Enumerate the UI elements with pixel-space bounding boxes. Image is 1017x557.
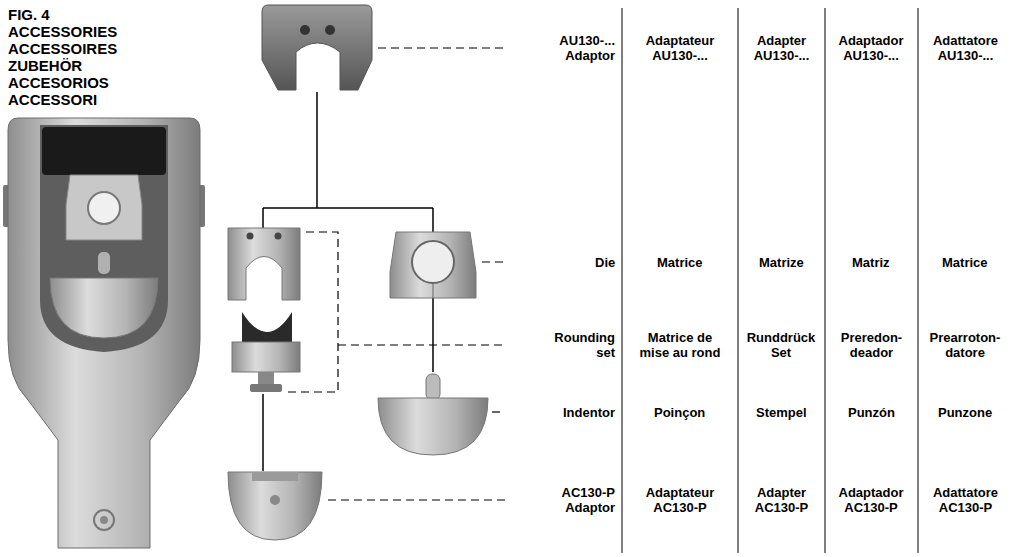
indentor [378, 398, 488, 455]
au130-adaptor [262, 5, 372, 90]
au130-adaptor [300, 25, 310, 35]
part-name: AC130-P Adaptor [558, 485, 615, 515]
column-separators [918, 8, 919, 553]
part-name-translation: Stempel [756, 405, 807, 420]
column-separators [622, 8, 623, 553]
part-name-translation: Preredon- deador [839, 330, 904, 360]
part-name-translation: Adaptador AC130-P [837, 485, 905, 515]
leader-lines [328, 499, 505, 500]
indentor [426, 374, 440, 400]
ac130-adaptor [270, 495, 280, 505]
part-name-translation: Matriz [852, 255, 890, 270]
tree-lines [263, 207, 433, 209]
ac130-adaptor [228, 472, 322, 540]
round-die [412, 241, 454, 283]
u-die [228, 228, 300, 300]
part-name: Indentor [563, 405, 615, 420]
crimp-tool-head [42, 127, 166, 175]
crimp-tool-head [66, 175, 142, 240]
part-name-translation: Prearroton- datore [928, 330, 1002, 360]
part-name-translation: Adapter AU130-... [752, 33, 811, 63]
rounding-set [232, 342, 300, 372]
tree-lines [316, 92, 318, 208]
round-die [390, 232, 476, 298]
leader-lines [482, 261, 505, 262]
part-name-translation: Matrize [759, 255, 804, 270]
u-die [228, 228, 300, 300]
rounding-set [232, 312, 300, 392]
part-name-translation: Poinçon [654, 405, 705, 420]
part-name-translation: Matrice [942, 255, 988, 270]
part-name: AU130-... Adaptor [556, 33, 615, 63]
part-name-translation: Adapter AC130-P [753, 485, 810, 515]
rounding-set [242, 312, 292, 342]
leader-lines [338, 344, 505, 345]
column-separators [825, 8, 826, 553]
indentor [378, 374, 488, 455]
part-name-translation: Punzón [848, 405, 895, 420]
part-name-translation: Adaptador AU130-... [837, 33, 905, 63]
part-name-translation: Adaptateur AU130-... [644, 33, 716, 63]
part-name-translation: Runddrück Set [745, 330, 817, 360]
part-name-translation: Adattatore AC130-P [931, 485, 1000, 515]
part-name-translation: Adaptateur AC130-P [644, 485, 716, 515]
figure-title: FIG. 4 ACCESSORIES ACCESSOIRES ZUBEHÖR A… [8, 6, 138, 108]
part-name-translation: Matrice [657, 255, 703, 270]
ac130-adaptor [252, 472, 298, 481]
u-die [275, 233, 282, 240]
au130-adaptor [262, 5, 372, 90]
u-die [247, 233, 254, 240]
crimp-tool-head [8, 118, 200, 548]
tree-lines [432, 298, 434, 372]
part-name-translation: Punzone [938, 405, 992, 420]
rounding-set [258, 372, 274, 384]
column-separators [738, 8, 739, 553]
crimp-tool-head [40, 125, 168, 352]
part-name-translation: Adattatore AU130-... [931, 33, 1000, 63]
ac130-adaptor [228, 472, 322, 540]
tree-lines [432, 208, 434, 232]
crimp-tool-head [88, 192, 120, 224]
crimp-tool-head [50, 278, 158, 338]
rounding-set [250, 384, 282, 392]
part-name: Die [595, 255, 615, 270]
crimp-tool-head [3, 118, 205, 548]
round-die [390, 232, 476, 298]
crimp-tool-head [94, 510, 114, 530]
crimp-tool-head [98, 252, 110, 274]
leader-lines [288, 232, 338, 392]
tree-lines [262, 208, 264, 228]
column-separators [622, 8, 918, 553]
au130-adaptor [325, 25, 335, 35]
round-die [433, 283, 434, 298]
leader-lines [492, 411, 505, 412]
leader-lines [288, 48, 505, 500]
leader-lines [378, 47, 505, 48]
crimp-tool-head [100, 516, 108, 524]
part-name: Rounding set [551, 330, 615, 360]
part-name-translation: Matrice de mise au rond [638, 330, 722, 360]
tree-lines [262, 394, 264, 471]
